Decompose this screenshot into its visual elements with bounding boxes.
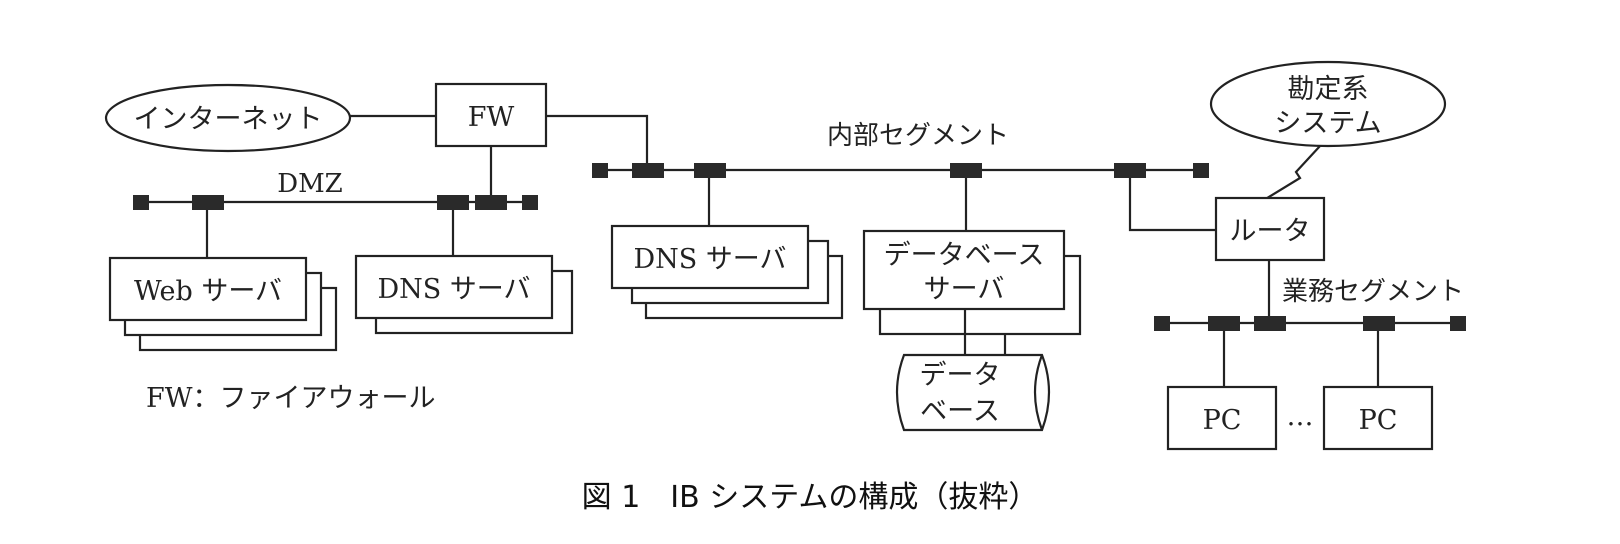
- business-terminator-right: [1450, 316, 1466, 331]
- dmz-label: DMZ: [277, 169, 343, 199]
- internet-node: インターネット: [104, 83, 352, 153]
- pc-label-last: PC: [1359, 405, 1398, 436]
- business-tap-pc1: [1208, 316, 1240, 331]
- internal-segment: 内部セグメント: [592, 121, 1209, 178]
- web-server-label: Web サーバ: [134, 276, 282, 307]
- pc-node-last: PC: [1322, 385, 1434, 451]
- database-node: データ ベース: [895, 353, 1051, 432]
- router-label: ルータ: [1230, 216, 1311, 247]
- dmz-dns-server-node: DNS サーバ: [354, 254, 574, 335]
- internal-terminator-right: [1193, 163, 1209, 178]
- internal-dns-server-box: [610, 224, 810, 290]
- database-server-label-line2: サーバ: [924, 274, 1005, 305]
- dmz-tap-web: [192, 195, 224, 210]
- internal-tap-fw: [632, 163, 664, 178]
- business-segment: 業務セグメント: [1154, 277, 1466, 331]
- dmz-tap-fw: [475, 195, 507, 210]
- web-server-box: [108, 256, 308, 322]
- internet-label: インターネット: [134, 104, 323, 135]
- pc-box-first: [1166, 385, 1278, 451]
- web-server-node: Web サーバ: [108, 256, 338, 352]
- accounting-system-label-line2: システム: [1274, 108, 1381, 139]
- link-fw-internal: [546, 114, 649, 169]
- business-tap-pc2: [1363, 316, 1395, 331]
- accounting-system-node: 勘定系 システム: [1209, 60, 1447, 148]
- business-terminator-left: [1154, 316, 1170, 331]
- database-server-node: データベース サーバ: [862, 229, 1082, 336]
- pc-box-last: [1322, 385, 1434, 451]
- accounting-system-ellipse: [1209, 60, 1447, 148]
- firewall-label: FW: [468, 102, 515, 133]
- database-server-label-line1: データベース: [884, 240, 1045, 271]
- link-internal-router: [1128, 178, 1216, 232]
- database-server-box: [862, 229, 1066, 311]
- internal-terminator-left: [592, 163, 608, 178]
- figure-caption: 図 1 IB システムの構成（抜粋）: [582, 480, 1039, 515]
- business-tap-router: [1254, 316, 1286, 331]
- wan-link-icon: [1263, 145, 1321, 201]
- internal-tap-db: [950, 163, 982, 178]
- firewall-box: [434, 82, 548, 148]
- dmz-dns-server-label: DNS サーバ: [377, 274, 530, 305]
- database-label-line1: データ: [920, 360, 1001, 391]
- internal-tap-router: [1114, 163, 1146, 178]
- legend-text: FW：ファイアウォール: [146, 383, 436, 414]
- pc-label-first: PC: [1203, 405, 1242, 436]
- database-label-line2: ベース: [920, 396, 1000, 427]
- internal-dns-server-label: DNS サーバ: [633, 244, 786, 275]
- dmz-tap-dns: [437, 195, 469, 210]
- dmz-segment: DMZ: [133, 169, 538, 210]
- internal-dns-server-node: DNS サーバ: [610, 224, 844, 320]
- router-box: [1214, 196, 1326, 262]
- router-node: ルータ: [1214, 196, 1326, 262]
- pc-node-first: PC: [1166, 385, 1278, 451]
- internet-ellipse: [104, 83, 352, 153]
- dmz-terminator-right: [522, 195, 538, 210]
- database-cylinder-edge: [1033, 354, 1044, 431]
- internal-tap-dns: [694, 163, 726, 178]
- internal-segment-label: 内部セグメント: [827, 121, 1009, 151]
- accounting-system-label-line1: 勘定系: [1288, 74, 1369, 105]
- business-segment-label: 業務セグメント: [1282, 277, 1464, 307]
- firewall-node: FW: [434, 82, 548, 148]
- pc-ellipsis: …: [1287, 401, 1314, 432]
- dmz-dns-server-box: [354, 254, 554, 320]
- dmz-terminator-left: [133, 195, 149, 210]
